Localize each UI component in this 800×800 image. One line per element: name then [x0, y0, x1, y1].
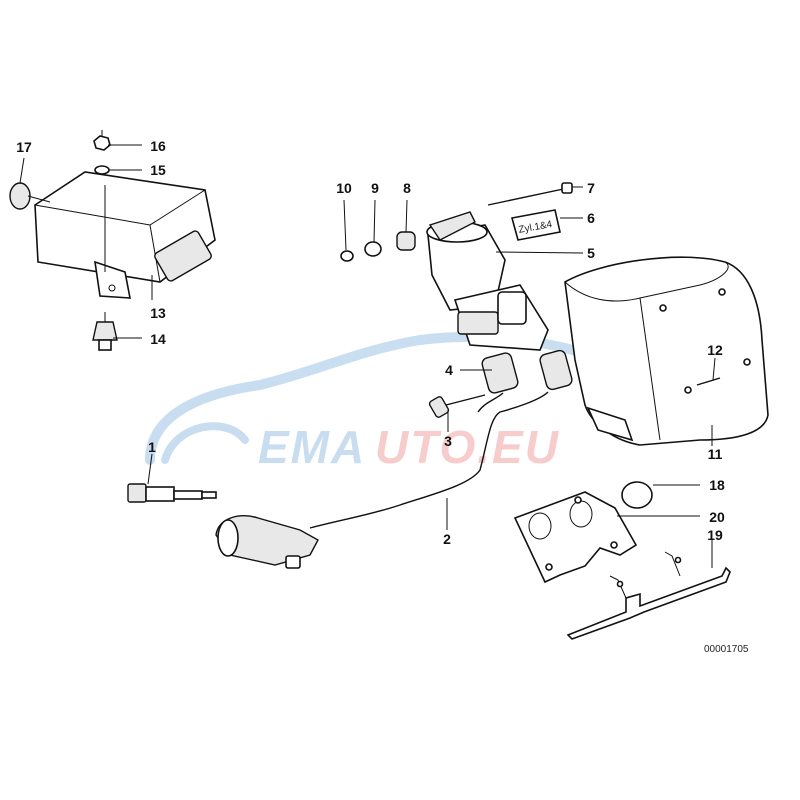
- coil-cover: [564, 256, 769, 446]
- gasket: [513, 491, 638, 584]
- callout-12: 12: [707, 342, 723, 358]
- callout-19: 19: [707, 527, 723, 543]
- callout-17: 17: [16, 139, 32, 155]
- label-plate: Zyl.1&4: [510, 209, 561, 241]
- callout-8: 8: [403, 180, 411, 196]
- part-code: 00001705: [704, 644, 749, 655]
- spark-plug: [127, 483, 319, 569]
- callout-11: 11: [708, 446, 723, 462]
- callout-20: 20: [709, 509, 725, 525]
- callout-16: 16: [150, 138, 166, 154]
- ignition-coil: [426, 211, 549, 351]
- long-screw: [487, 182, 573, 206]
- callout-10: 10: [336, 180, 352, 196]
- leader-lines: [19, 144, 716, 568]
- watermark-text-red: UTO.EU: [375, 421, 560, 473]
- grommet-washer-nut: [340, 231, 416, 262]
- rubber-cap: [9, 182, 51, 210]
- small-connector: [428, 394, 486, 418]
- callout-5: 5: [587, 245, 595, 261]
- callout-13: 13: [150, 305, 166, 321]
- callout-1: 1: [148, 439, 156, 455]
- rubber-mount: [92, 312, 118, 351]
- watermark-text-blue: EMA: [258, 421, 366, 473]
- callout-3: 3: [444, 433, 452, 449]
- watermark-car-wheel-arc: [161, 422, 249, 464]
- callout-18: 18: [709, 477, 725, 493]
- callout-labels: 17 16 15 13 14 10 9 8 7 6 5 4 3 1 2 12 1…: [16, 138, 725, 547]
- ignition-lead: [309, 391, 549, 529]
- bracket: [566, 551, 731, 640]
- callout-4: 4: [445, 362, 453, 378]
- nut-and-washer: [93, 130, 111, 175]
- callout-2: 2: [443, 531, 451, 547]
- callout-7: 7: [587, 180, 595, 196]
- callout-6: 6: [587, 210, 595, 226]
- plug-connectors: [481, 349, 573, 394]
- cover-screw: [696, 377, 721, 386]
- plug-cap: [621, 481, 653, 509]
- callout-14: 14: [150, 331, 166, 347]
- callout-15: 15: [150, 162, 166, 178]
- control-unit: [34, 171, 216, 299]
- callout-9: 9: [371, 180, 379, 196]
